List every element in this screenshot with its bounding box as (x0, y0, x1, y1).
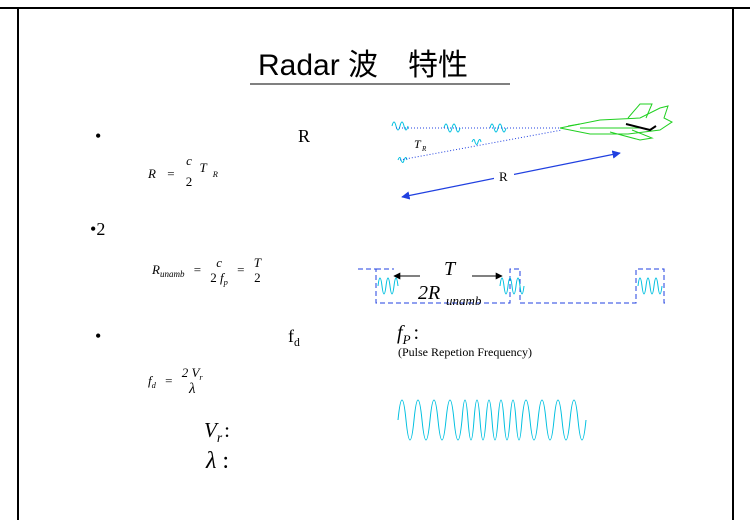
echo-time-label: T (414, 137, 422, 151)
formula-unamb-lhs: R (152, 261, 160, 277)
unamb-label: 2R (418, 282, 440, 304)
formula-range-t-sub: R (212, 168, 218, 179)
bullet-range-label: R (298, 126, 311, 146)
range-label: R (499, 169, 508, 184)
outgoing-wave-2 (443, 123, 461, 133)
doppler-waveform (397, 399, 587, 441)
outgoing-wave-1 (391, 121, 409, 131)
pulse-train (358, 268, 665, 304)
formula-doppler-lhs-sub: d (151, 380, 156, 391)
formula-doppler-eq: = (165, 373, 173, 389)
formula-range-t: T (199, 159, 207, 175)
unamb-sub: unamb (446, 293, 482, 308)
formula-doppler: fd = 2 Vr λ (148, 365, 203, 397)
bullet-doppler-label: fd (288, 326, 300, 350)
pulse-burst-1 (377, 277, 399, 295)
formula-range-lhs: R (148, 165, 156, 181)
aircraft-marking-icon (625, 123, 657, 132)
return-wave-1 (397, 157, 408, 163)
formula-unamb: Runamb = c 2 fp = T 2 (152, 255, 261, 287)
echo-time-sub: R (421, 145, 427, 153)
formula-unamb-den2: 2 (254, 269, 261, 285)
formula-range-den: 2 (185, 173, 193, 189)
period-label: T (444, 258, 457, 280)
formula-range-num: c (186, 153, 192, 168)
aircraft-icon (559, 103, 673, 141)
pulse-burst-3 (637, 277, 663, 295)
bullet-doppler-marker: • (95, 326, 102, 346)
fp-definition: fP: (397, 322, 420, 347)
vr-definition: Vr: (204, 418, 230, 445)
formula-unamb-num2: T (253, 255, 261, 270)
bullet-range-marker: • (95, 126, 102, 146)
fp-note: (Pulse Repetion Frequency) (398, 345, 532, 359)
formula-unamb-num: c (216, 255, 222, 270)
formula-doppler-lhs: f (148, 373, 152, 389)
formula-unamb-lhs-sub: unamb (159, 269, 185, 280)
formula-unamb-eq: = (193, 261, 202, 277)
formula-doppler-den: λ (188, 380, 196, 397)
pulse-burst-2 (499, 277, 525, 295)
return-wave-2 (471, 139, 482, 145)
slide-title: Radar 波 特性 (258, 49, 469, 82)
formula-unamb-eq2: = (237, 261, 245, 277)
formula-range-eq: = (167, 165, 175, 181)
bullet-unamb-marker: •2 (90, 219, 106, 239)
lambda-definition: λ: (206, 448, 230, 474)
